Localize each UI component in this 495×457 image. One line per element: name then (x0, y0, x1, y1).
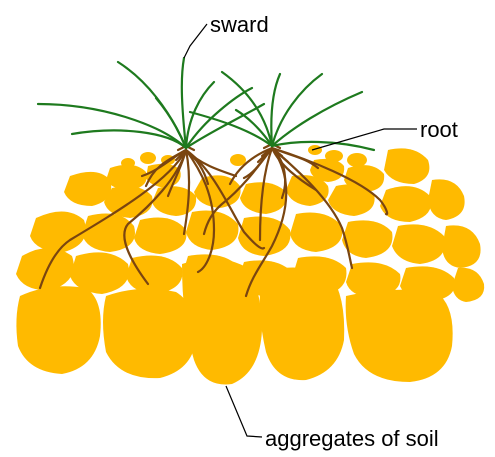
soil-aggregate (30, 211, 86, 252)
soil-aggregate (452, 268, 484, 302)
grass-blade (272, 74, 322, 146)
root-label: root (420, 117, 458, 142)
soil-aggregate (260, 267, 344, 380)
grass-blade (38, 104, 186, 148)
soil-aggregate (16, 248, 74, 290)
sward-leader (184, 24, 207, 58)
soil-aggregate (442, 225, 481, 268)
grass-blade (272, 92, 362, 146)
sward-label: sward (210, 12, 269, 37)
soil-aggregate (347, 153, 367, 167)
soil-aggregate (134, 218, 186, 254)
soil-aggregate (384, 148, 429, 184)
grass-blade (186, 88, 252, 148)
grass-blade (186, 104, 264, 148)
grass-blade (272, 142, 374, 150)
soil-aggregate (392, 224, 445, 264)
grass-blade (182, 58, 186, 148)
grass-blade (118, 62, 186, 148)
aggregates-leader (226, 386, 262, 437)
aggregates-of-soil-label: aggregates of soil (265, 426, 439, 451)
sward (38, 58, 374, 150)
soil-aggregate (194, 175, 241, 208)
soil-aggregate (346, 290, 453, 382)
soil-aggregate (16, 286, 100, 374)
soil-aggregate (380, 186, 431, 222)
soil-aggregate (428, 179, 465, 220)
grass-blade (72, 130, 186, 148)
soil-aggregate (140, 152, 156, 164)
soil-aggregate (308, 145, 322, 155)
soil-aggregate (126, 256, 182, 294)
soil-aggregate (103, 289, 196, 378)
soil-aggregate (290, 213, 342, 253)
soil-aggregate (182, 258, 262, 384)
soil-aggregate (64, 172, 111, 206)
soil-aggregates (16, 145, 484, 385)
